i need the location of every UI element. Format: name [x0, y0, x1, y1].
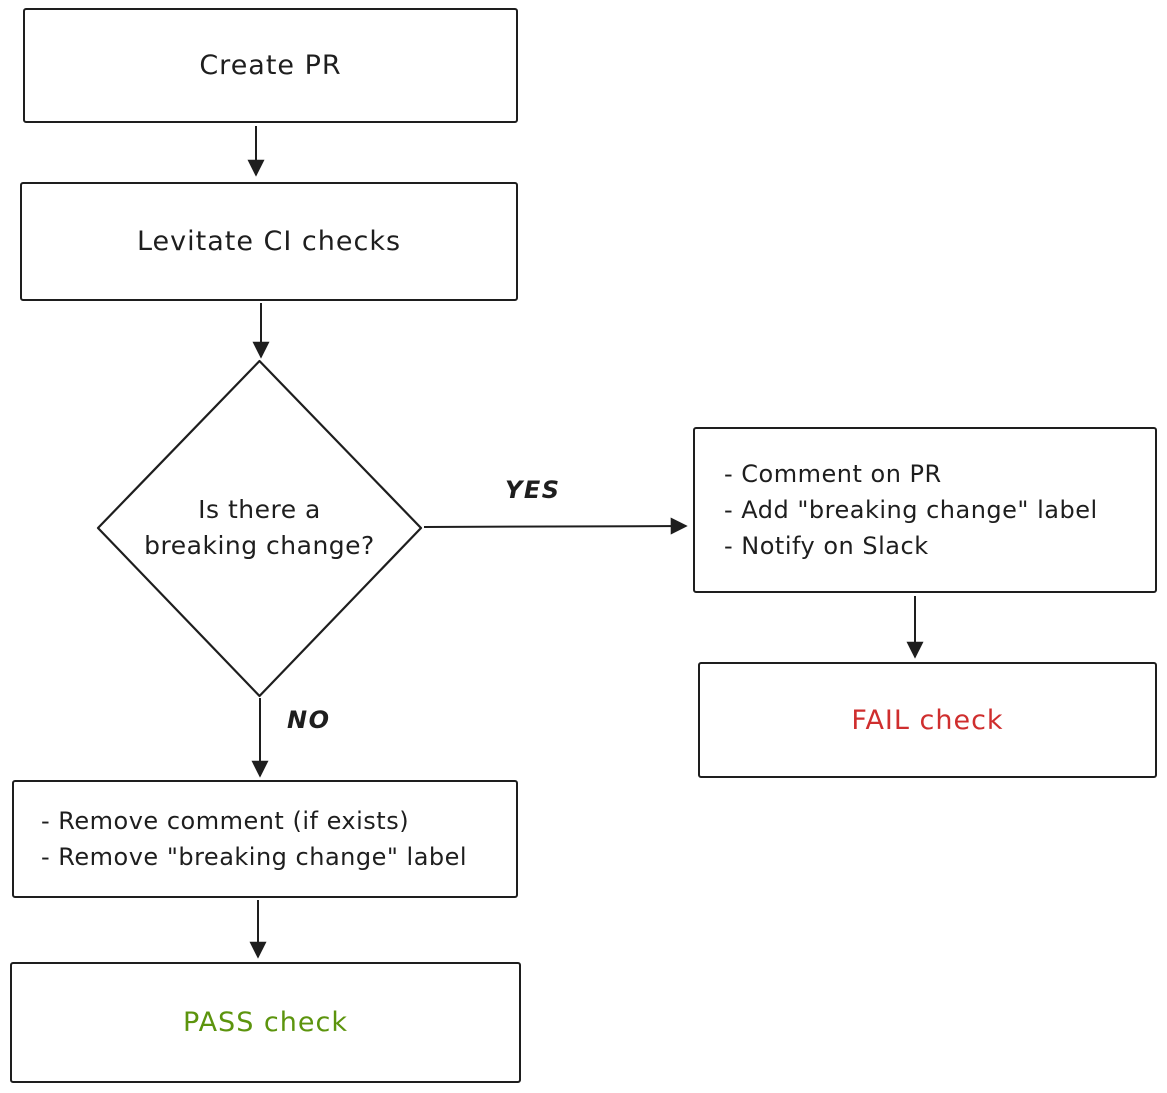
no-actions-lines: - Remove comment (if exists) - Remove "b… [41, 803, 467, 875]
arrow-decision-to-yes-actions [423, 517, 688, 535]
edge-label-yes: YES [505, 476, 561, 504]
decision-label-line1: Is there a [198, 495, 321, 524]
yes-action-notify-slack: - Notify on Slack [724, 532, 929, 560]
node-fail-check: FAIL check [698, 662, 1157, 778]
yes-actions-lines: - Comment on PR - Add "breaking change" … [724, 456, 1098, 564]
node-levitate-ci-checks: Levitate CI checks [20, 182, 518, 301]
node-levitate-ci-checks-label: Levitate CI checks [136, 226, 402, 257]
node-fail-check-label: FAIL check [851, 704, 1004, 736]
node-pass-check: PASS check [10, 962, 521, 1083]
yes-action-comment-on-pr: - Comment on PR [724, 460, 942, 488]
node-yes-actions: - Comment on PR - Add "breaking change" … [693, 427, 1157, 593]
no-action-remove-comment: - Remove comment (if exists) [41, 807, 410, 835]
node-create-pr-label: Create PR [199, 50, 342, 81]
node-create-pr: Create PR [23, 8, 518, 123]
decision-diamond-shape [96, 359, 423, 698]
edge-label-no: NO [287, 706, 331, 734]
no-action-remove-label: - Remove "breaking change" label [41, 843, 468, 871]
yes-action-add-label: - Add "breaking change" label [724, 496, 1098, 524]
decision-breaking-change: Is there a breaking change? [99, 363, 420, 693]
node-no-actions: - Remove comment (if exists) - Remove "b… [12, 780, 518, 898]
decision-label-line2: breaking change? [144, 531, 375, 560]
node-pass-check-label: PASS check [183, 1007, 348, 1038]
